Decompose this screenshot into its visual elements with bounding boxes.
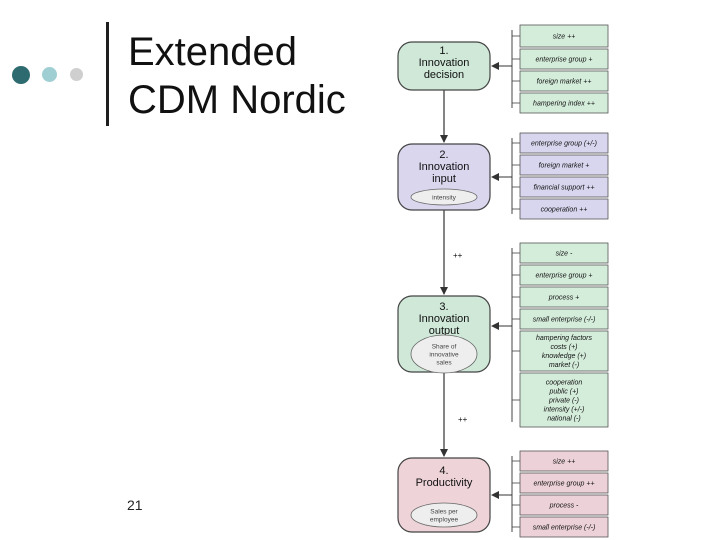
factor-text-2-3-1: financial support ++ — [533, 185, 594, 192]
stage-oval-text-4-2: employee — [430, 517, 459, 524]
decor-dot-grey — [70, 68, 83, 81]
factor-text-1-2-1: enterprise group + — [535, 57, 592, 64]
factor-text-3-5-4: market (-) — [549, 362, 579, 369]
slide-title: Extended CDM Nordic — [128, 28, 346, 124]
factor-text-4-3-1: process - — [549, 503, 579, 510]
stage-title-3-2: Innovation — [419, 313, 470, 325]
factor-box-3-6 — [519, 372, 609, 428]
stage-oval-4 — [410, 502, 478, 528]
factor-text-3-4-1: small enterprise (-/-) — [533, 317, 596, 324]
factor-text-4-1-1: size ++ — [553, 459, 576, 466]
stage-oval-text-3-2: innovative — [429, 352, 459, 359]
stage-oval-text-3-1: Share of — [432, 344, 457, 351]
stage-title-1-3: decision — [424, 69, 464, 81]
stage-title-2-3: input — [432, 173, 456, 185]
factor-text-3-6-4: intensity (+/-) — [544, 407, 585, 414]
factor-text-1-4-1: hampering index ++ — [533, 101, 595, 108]
factor-box-3-5 — [519, 330, 609, 372]
stage-title-2-1: 2. — [439, 149, 448, 161]
page-number: 21 — [127, 497, 143, 513]
stage-oval-text-2-1: intensity — [432, 195, 457, 202]
decor-dot-light — [42, 67, 57, 82]
slide-title-line-1: Extended — [128, 30, 298, 74]
title-divider — [106, 22, 109, 126]
slide-title-line-2: CDM Nordic — [128, 78, 346, 122]
factor-text-3-3-1: process + — [548, 295, 580, 302]
stage-title-2-2: Innovation — [419, 161, 470, 173]
stage-oval-2 — [410, 188, 478, 206]
decor-dot-dark — [12, 66, 30, 84]
factor-text-3-5-3: knowledge (+) — [542, 353, 586, 360]
factor-text-4-4-1: small enterprise (-/-) — [533, 525, 596, 532]
stage-title-3-3: output — [429, 325, 460, 337]
factor-text-2-1-1: enterprise group (+/-) — [531, 141, 597, 148]
stage-title-3-1: 3. — [439, 301, 448, 313]
factor-text-3-6-3: private (-) — [548, 398, 579, 405]
factor-text-3-2-1: enterprise group + — [535, 273, 592, 280]
stage-box-1 — [397, 41, 491, 91]
link-label-2: ++ — [458, 415, 468, 424]
factor-text-2-2-1: foreign market + — [539, 163, 590, 170]
factor-text-3-1-1: size - — [556, 251, 573, 258]
link-label-1: ++ — [453, 251, 463, 260]
factor-text-2-4-1: cooperation ++ — [541, 207, 588, 214]
stage-title-1-1: 1. — [439, 45, 448, 57]
stage-title-1-2: Innovation — [419, 57, 470, 69]
factor-text-3-5-2: costs (+) — [550, 344, 577, 351]
factor-text-4-2-1: enterprise group ++ — [533, 481, 594, 488]
stage-oval-3 — [410, 334, 478, 374]
stage-title-4-2: Productivity — [416, 477, 473, 489]
stage-oval-text-4-1: Sales per — [430, 509, 458, 516]
factor-text-1-1-1: size ++ — [553, 34, 576, 41]
factor-text-3-6-5: national (-) — [547, 416, 580, 423]
stage-title-4-1: 4. — [439, 465, 448, 477]
factor-text-3-5-1: hampering factors — [536, 335, 593, 342]
factor-text-1-3-1: foreign market ++ — [537, 79, 592, 86]
factor-text-3-6-1: cooperation — [546, 380, 583, 387]
stage-oval-text-3-3: sales — [436, 360, 452, 367]
factor-text-3-6-2: public (+) — [549, 389, 579, 396]
